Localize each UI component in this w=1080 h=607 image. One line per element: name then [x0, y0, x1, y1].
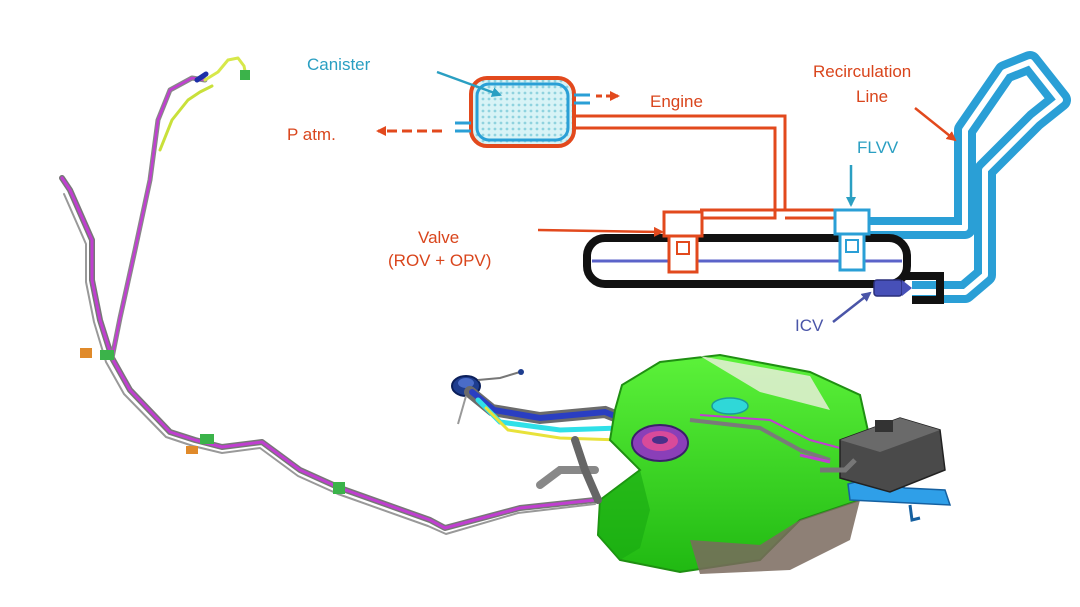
filler-neck-assembly: [451, 369, 631, 442]
canister: [455, 76, 590, 148]
patm-label: P atm.: [287, 125, 336, 144]
recirculation-label-line1: Recirculation: [813, 62, 911, 81]
valve-label-line1: Valve: [418, 228, 459, 247]
rov-opv-valve: [662, 210, 704, 274]
icv-pointer: [832, 291, 872, 323]
valve-label-line2: (ROV + OPV): [388, 251, 491, 270]
recirculation-pointer: [914, 107, 957, 142]
fuel-tank-3d: [536, 353, 872, 574]
flvv-valve: [833, 208, 871, 272]
icv-label: ICV: [795, 316, 824, 335]
recirculation-label-line2: Line: [856, 87, 888, 106]
canister-pointer: [436, 70, 502, 97]
fuel-line-routing: [59, 56, 598, 535]
fuel-tank-section: [583, 234, 911, 288]
vent-lines: [574, 114, 840, 220]
valve-pointer: [537, 226, 664, 237]
flvv-label: FLVV: [857, 138, 899, 157]
recirculation-line: [865, 51, 1071, 303]
icv-valve: [873, 279, 912, 297]
canister-3d: [799, 417, 952, 522]
canister-label: Canister: [307, 55, 371, 74]
line-clips: [80, 70, 345, 494]
engine-label: Engine: [650, 92, 703, 111]
filler-neck-link: [905, 272, 944, 304]
